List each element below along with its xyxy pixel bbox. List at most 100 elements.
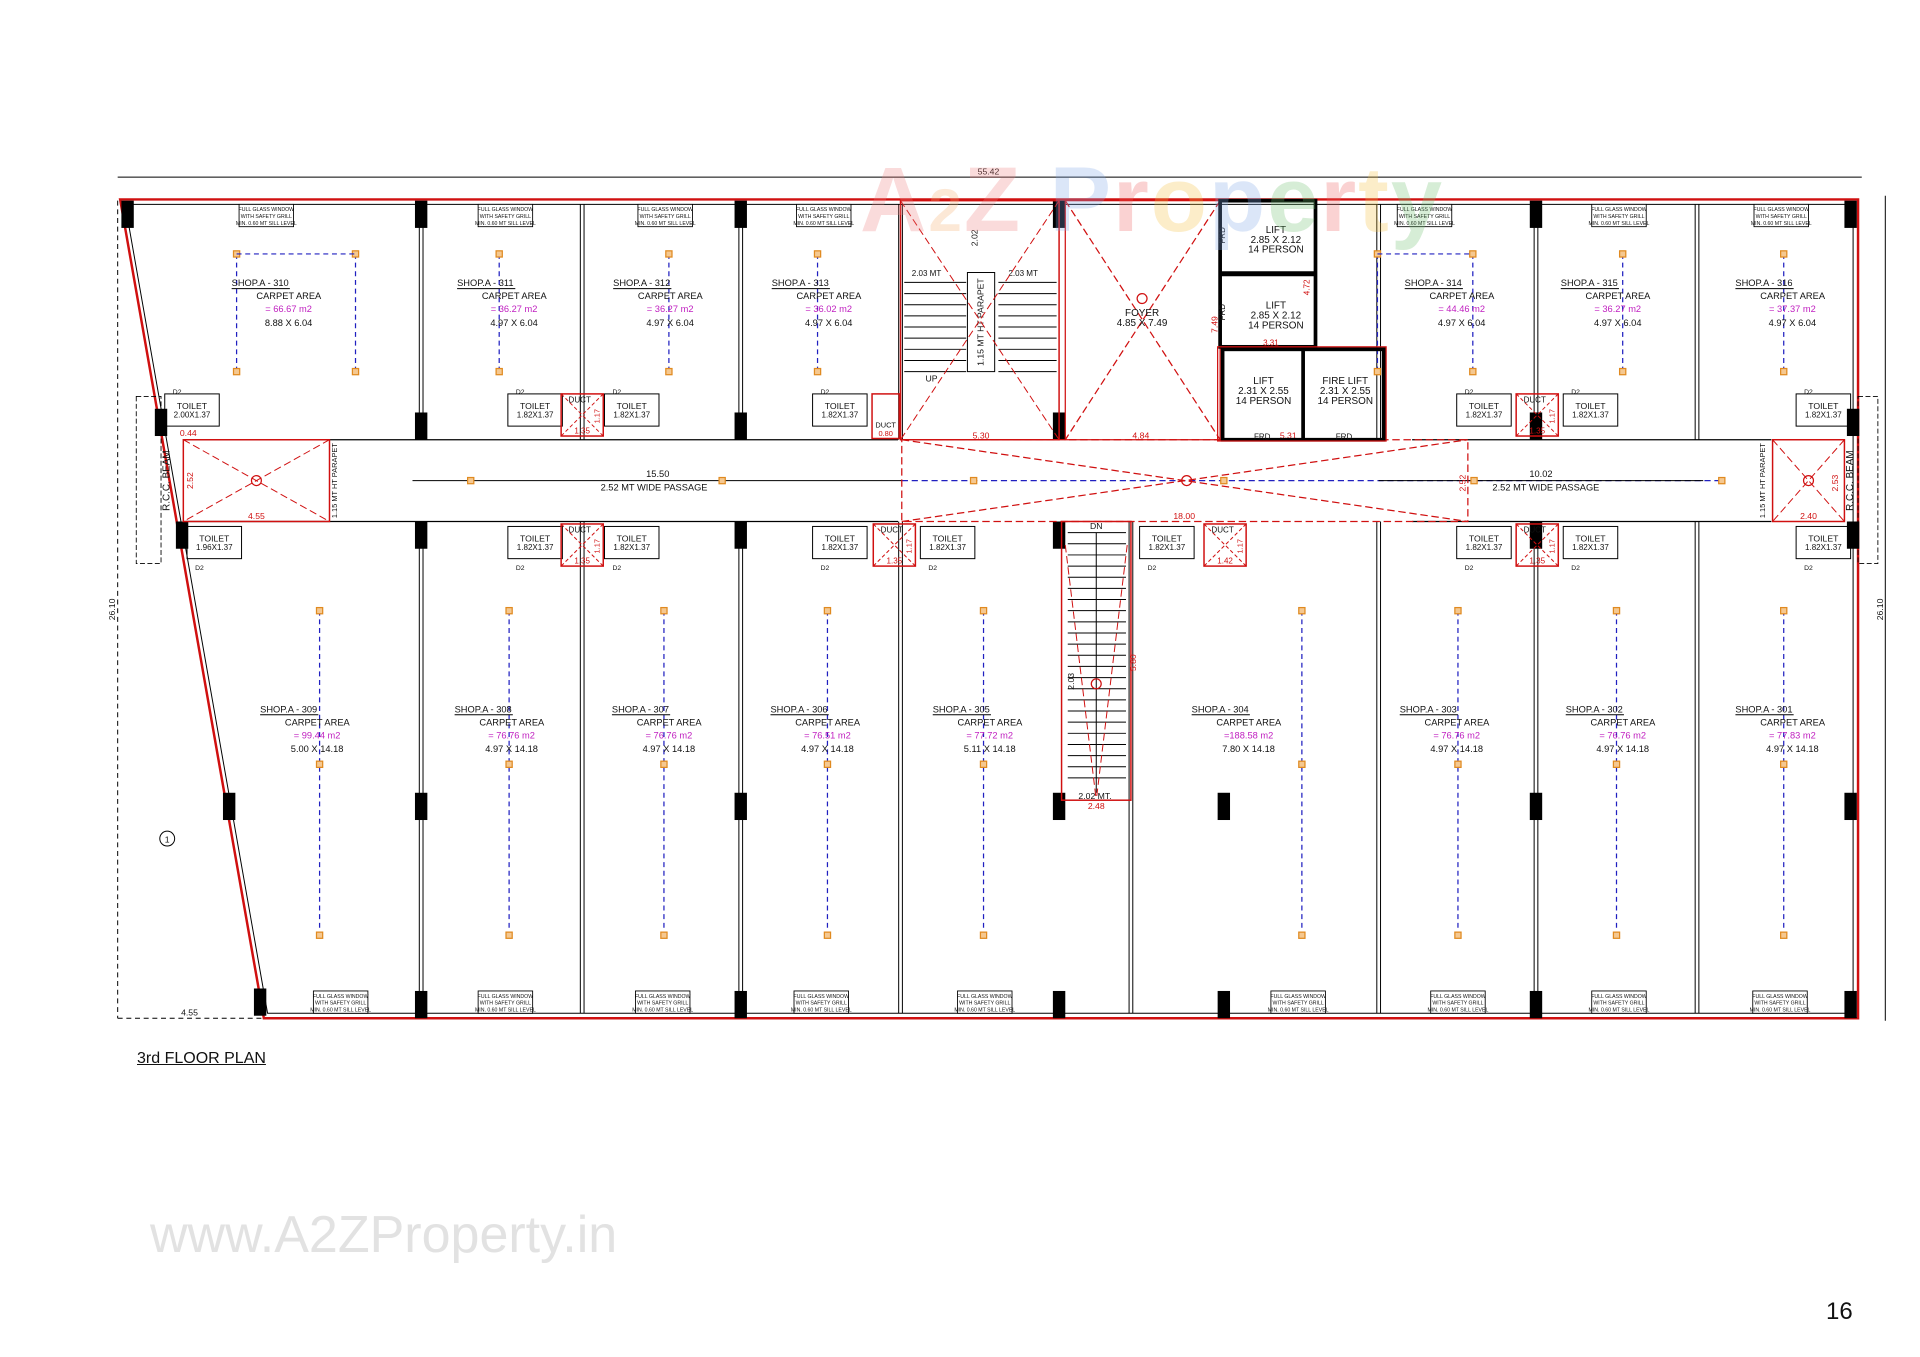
lift-frd-label: FRD (1218, 304, 1227, 321)
bottom-toilet-label: TOILET (825, 533, 856, 543)
foyer-size: 4.85 X 7.49 (1117, 318, 1168, 329)
stair-marker-icon (1090, 678, 1102, 690)
toilet-wall (164, 393, 220, 427)
bottom-window-label: WITH SAFETY GRILL (637, 1001, 688, 1007)
bottom-toilet-size: 1.82X1.37 (1149, 543, 1186, 552)
window-box (312, 990, 369, 1014)
top-shop-size: 4.97 X 6.04 (1769, 318, 1816, 328)
top-carpet-area-value: = 66.67 m2 (265, 304, 312, 314)
lift-1-name: LIFT (1266, 300, 1286, 311)
bottom-window-label: WITH SAFETY GRILL (1432, 1001, 1483, 1007)
bottom-window-label: WITH SAFETY GRILL (1273, 1001, 1324, 1007)
left-offset-label: 4.55 (181, 1008, 198, 1018)
duct-dim: 1.35 (574, 557, 590, 566)
top-window-label: FULL GLASS WINDOW (239, 207, 295, 213)
bottom-window-label: FULL GLASS WINDOW (1270, 994, 1326, 1000)
lift-core-width: 3.31 (1263, 339, 1279, 348)
bottom-door-label: D2 (516, 565, 525, 572)
anchor-marker-icon (660, 606, 668, 615)
top-window-label: MIN. 0.60 MT SILL LEVEL (1751, 221, 1812, 227)
passage-left-label: 2.52 MT WIDE PASSAGE (601, 483, 708, 493)
cutout-cross (1772, 439, 1845, 522)
stair-parapet (966, 272, 996, 373)
duct-label: DUCT (875, 420, 896, 429)
window-box (637, 203, 693, 228)
duct-cross (560, 523, 604, 567)
bottom-shop-name: SHOP.A - 308 (455, 704, 512, 714)
column (175, 521, 189, 549)
anchor-marker-icon (1469, 367, 1477, 376)
top-window-label: FULL GLASS WINDOW (637, 207, 693, 213)
top-toilet-label: TOILET (1808, 401, 1839, 411)
top-carpet-area-label: CARPET AREA (1586, 291, 1652, 301)
bottom-shop-name: SHOP.A - 304 (1192, 704, 1249, 714)
anchor-marker-icon (466, 476, 475, 485)
top-window-label: FULL GLASS WINDOW (1591, 207, 1647, 213)
stair2-outer: 2.48 (1088, 801, 1105, 811)
duct-dim: 1.35 (574, 427, 590, 436)
top-door-label: D2 (613, 389, 622, 396)
toilet-wall (603, 393, 660, 427)
top-window-label: FULL GLASS WINDOW (478, 207, 534, 213)
bottom-shop-size: 7.80 X 14.18 (1222, 744, 1275, 754)
duct-label: DUCT (881, 526, 903, 535)
stair-height: 2.02 (969, 229, 979, 246)
duct-dim: 0.80 (878, 429, 892, 438)
duct-dim: 1.35 (1529, 557, 1545, 566)
bottom-carpet-area-label: CARPET AREA (1590, 717, 1656, 727)
toilet-wall (1456, 525, 1512, 560)
anchor-marker-icon (718, 476, 726, 485)
column (414, 792, 428, 821)
duct-box (560, 523, 604, 567)
top-carpet-area-value: = 36.27 m2 (491, 304, 538, 314)
foyer-cross (1064, 200, 1221, 441)
top-toilet-size: 1.82X1.37 (821, 410, 858, 419)
toilet-wall (1562, 393, 1619, 427)
left-cutout-depth: 2.52 (185, 472, 195, 489)
foyer-bay-dim: 4.84 (1132, 430, 1149, 440)
duct-label: DUCT (569, 396, 591, 405)
column (1844, 990, 1857, 1019)
anchor-marker-icon (1780, 606, 1788, 615)
duct-box (871, 393, 901, 440)
lift-1-size: 2.85 X 2.12 (1251, 310, 1302, 321)
foyer-depth: 7.49 (1210, 316, 1220, 333)
top-shop-size: 4.97 X 6.04 (646, 318, 693, 328)
toilet-wall (1456, 393, 1512, 427)
lift-3-size: 2.31 X 2.55 (1320, 386, 1371, 397)
column (734, 412, 747, 440)
window-box (1752, 990, 1808, 1014)
page-number: 16 (1826, 1298, 1853, 1325)
top-window-label: MIN. 0.60 MT SILL LEVEL (1394, 221, 1455, 227)
bottom-window-label: MIN. 0.60 MT SILL LEVEL (632, 1007, 693, 1013)
bottom-carpet-area-value: = 76.76 m2 (1599, 730, 1646, 740)
top-window-label: FULL GLASS WINDOW (1754, 207, 1810, 213)
lift-1-capacity: 14 PERSON (1248, 320, 1304, 331)
lift-frd-label: FRD (1218, 227, 1227, 244)
bottom-toilet-size: 1.96X1.37 (196, 543, 233, 552)
bottom-carpet-area-value: = 99.44 m2 (294, 730, 341, 740)
duct-label: DUCT (1211, 526, 1233, 535)
column (1846, 408, 1860, 437)
bottom-carpet-area-label: CARPET AREA (958, 717, 1024, 727)
anchor-marker-icon (1298, 931, 1306, 939)
anchor-marker-icon (665, 250, 673, 258)
bottom-window-label: MIN. 0.60 MT SILL LEVEL (1589, 1007, 1650, 1013)
lift-2-size: 2.31 X 2.55 (1238, 386, 1289, 397)
bottom-door-label: D2 (928, 565, 937, 572)
anchor-marker-icon (1780, 931, 1788, 939)
window-box (477, 203, 534, 228)
bottom-window-label: WITH SAFETY GRILL (1593, 1001, 1644, 1007)
stair-up-label: UP (925, 374, 937, 384)
bottom-carpet-area-value: = 77.72 m2 (966, 730, 1013, 740)
bottom-door-label: D2 (1804, 565, 1813, 572)
top-toilet-label: TOILET (1575, 401, 1606, 411)
bottom-window-label: WITH SAFETY GRILL (796, 1001, 847, 1007)
bottom-window-label: WITH SAFETY GRILL (480, 1001, 531, 1007)
watermark-url: www.A2ZProperty.in (150, 1206, 618, 1264)
toilet-wall (507, 525, 563, 560)
right-parapet-label: 1.15 MT HT PARAPET (1758, 443, 1767, 519)
top-shop-size: 4.97 X 6.04 (490, 318, 537, 328)
column (1844, 200, 1857, 228)
top-door-label: D2 (516, 389, 525, 396)
